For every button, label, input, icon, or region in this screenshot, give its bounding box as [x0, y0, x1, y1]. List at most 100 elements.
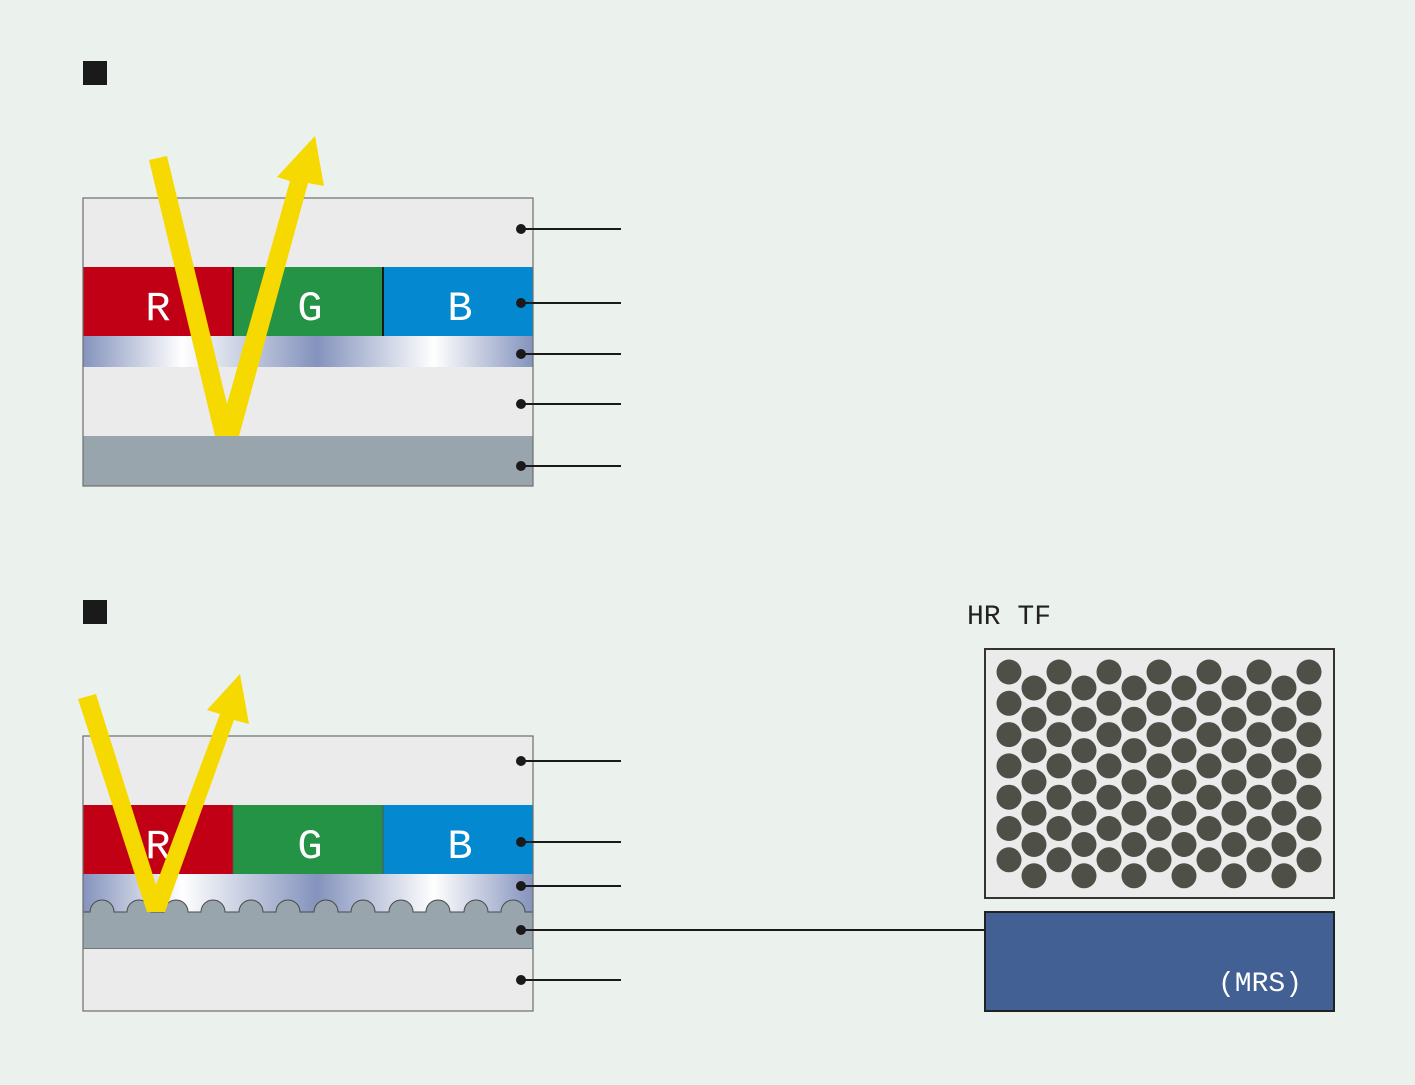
diagram-1-reflective-layer: [83, 336, 533, 367]
particle-circle-icon: [1146, 816, 1172, 841]
particle-circle-icon: [996, 784, 1022, 810]
diagram-2-g-label: G: [297, 823, 322, 871]
diagram-1-middle-layer: [83, 367, 533, 436]
particle-circle-icon: [996, 690, 1022, 716]
particle-circle-icon: [1071, 832, 1097, 857]
particle-circle-icon: [1146, 722, 1172, 748]
diagram-1-marker-icon: [83, 61, 107, 85]
particle-circle-icon: [1296, 659, 1322, 685]
diagram-1-red-filter: [83, 267, 233, 336]
particle-circle-icon: [1146, 784, 1172, 810]
particle-circle-icon: [1046, 690, 1072, 716]
particle-circle-icon: [1171, 675, 1197, 701]
diagram-1-reflected-light-arrow-icon: [149, 136, 324, 436]
particle-circle-icon: [1046, 722, 1072, 748]
particle-circle-icon: [1096, 847, 1122, 873]
particle-circle-icon: [1046, 784, 1072, 810]
diagram-2-layer-stack: [82, 735, 534, 1012]
diagram-2-bottom-layer: [83, 949, 533, 1011]
diagram-1-bottom-layer: [83, 436, 533, 486]
inset-particles: [996, 659, 1322, 889]
particle-circle-icon: [1271, 769, 1297, 795]
particle-circle-icon: [1071, 800, 1097, 826]
particle-circle-icon: [1171, 706, 1197, 732]
particle-circle-icon: [1171, 738, 1197, 764]
particle-circle-icon: [1271, 832, 1297, 857]
particle-circle-icon: [1046, 816, 1072, 841]
particle-circle-icon: [1021, 800, 1047, 826]
particle-circle-icon: [1046, 659, 1072, 685]
particle-circle-icon: [1121, 863, 1147, 889]
particle-circle-icon: [1046, 753, 1072, 779]
particle-circle-icon: [1221, 675, 1247, 701]
particle-circle-icon: [996, 847, 1022, 873]
particle-circle-icon: [1221, 863, 1247, 889]
diagram-1-r-label: R: [145, 285, 170, 333]
particle-circle-icon: [1096, 816, 1122, 841]
inset-title: HR TF: [967, 602, 1051, 633]
particle-circle-icon: [1296, 816, 1322, 841]
particle-circle-icon: [1071, 706, 1097, 732]
particle-circle-icon: [1221, 769, 1247, 795]
particle-circle-icon: [1021, 738, 1047, 764]
diagram-1-g-label: G: [297, 285, 322, 333]
particle-circle-icon: [1246, 690, 1272, 716]
diagram-1-layer-stack: [82, 197, 534, 487]
particle-circle-icon: [1296, 690, 1322, 716]
particle-circle-icon: [1196, 659, 1222, 685]
particle-circle-icon: [1196, 722, 1222, 748]
particle-circle-icon: [1196, 753, 1222, 779]
diagram-1-leaders: [516, 224, 621, 471]
particle-circle-icon: [1121, 769, 1147, 795]
particle-circle-icon: [1096, 722, 1122, 748]
particle-circle-icon: [996, 816, 1022, 841]
particle-circle-icon: [1096, 659, 1122, 685]
particle-circle-icon: [1196, 690, 1222, 716]
particle-circle-icon: [1296, 784, 1322, 810]
diagram-1-b-label: B: [447, 285, 472, 333]
particle-circle-icon: [1296, 753, 1322, 779]
particle-circle-icon: [1271, 706, 1297, 732]
particle-circle-icon: [1221, 832, 1247, 857]
particle-circle-icon: [1196, 784, 1222, 810]
diagram-1-top-layer: [83, 198, 533, 267]
mrs-label: (MRS): [1218, 969, 1302, 1000]
particle-circle-icon: [1146, 753, 1172, 779]
particle-circle-icon: [1096, 753, 1122, 779]
diagram-1-blue-filter: [383, 267, 533, 336]
particle-circle-icon: [1246, 816, 1272, 841]
particle-circle-icon: [1271, 800, 1297, 826]
particle-circle-icon: [996, 753, 1022, 779]
particle-circle-icon: [1021, 832, 1047, 857]
particle-circle-icon: [1121, 706, 1147, 732]
particle-circle-icon: [1271, 675, 1297, 701]
particle-circle-icon: [1021, 863, 1047, 889]
particle-circle-icon: [1121, 832, 1147, 857]
particle-circle-icon: [1196, 847, 1222, 873]
particle-circle-icon: [1246, 784, 1272, 810]
particle-circle-icon: [1196, 816, 1222, 841]
particle-circle-icon: [1021, 675, 1047, 701]
particle-circle-icon: [1271, 738, 1297, 764]
particle-circle-icon: [1146, 847, 1172, 873]
particle-circle-icon: [1171, 769, 1197, 795]
diagram-2-red-filter: [83, 805, 233, 874]
particle-circle-icon: [1221, 800, 1247, 826]
particle-circle-icon: [1296, 847, 1322, 873]
diagram-2-blue-filter: [383, 805, 533, 874]
particle-circle-icon: [1271, 863, 1297, 889]
particle-circle-icon: [1296, 722, 1322, 748]
particle-circle-icon: [1021, 769, 1047, 795]
particle-circle-icon: [1021, 706, 1047, 732]
particle-circle-icon: [1246, 753, 1272, 779]
particle-circle-icon: [1096, 784, 1122, 810]
particle-circle-icon: [1071, 675, 1097, 701]
particle-circle-icon: [1171, 863, 1197, 889]
particle-circle-icon: [1071, 863, 1097, 889]
particle-circle-icon: [1071, 769, 1097, 795]
particle-circle-icon: [1221, 706, 1247, 732]
particle-circle-icon: [1146, 690, 1172, 716]
particle-circle-icon: [996, 659, 1022, 685]
particle-circle-icon: [1246, 722, 1272, 748]
diagram-2-reflected-light-arrow-icon: [78, 674, 249, 912]
